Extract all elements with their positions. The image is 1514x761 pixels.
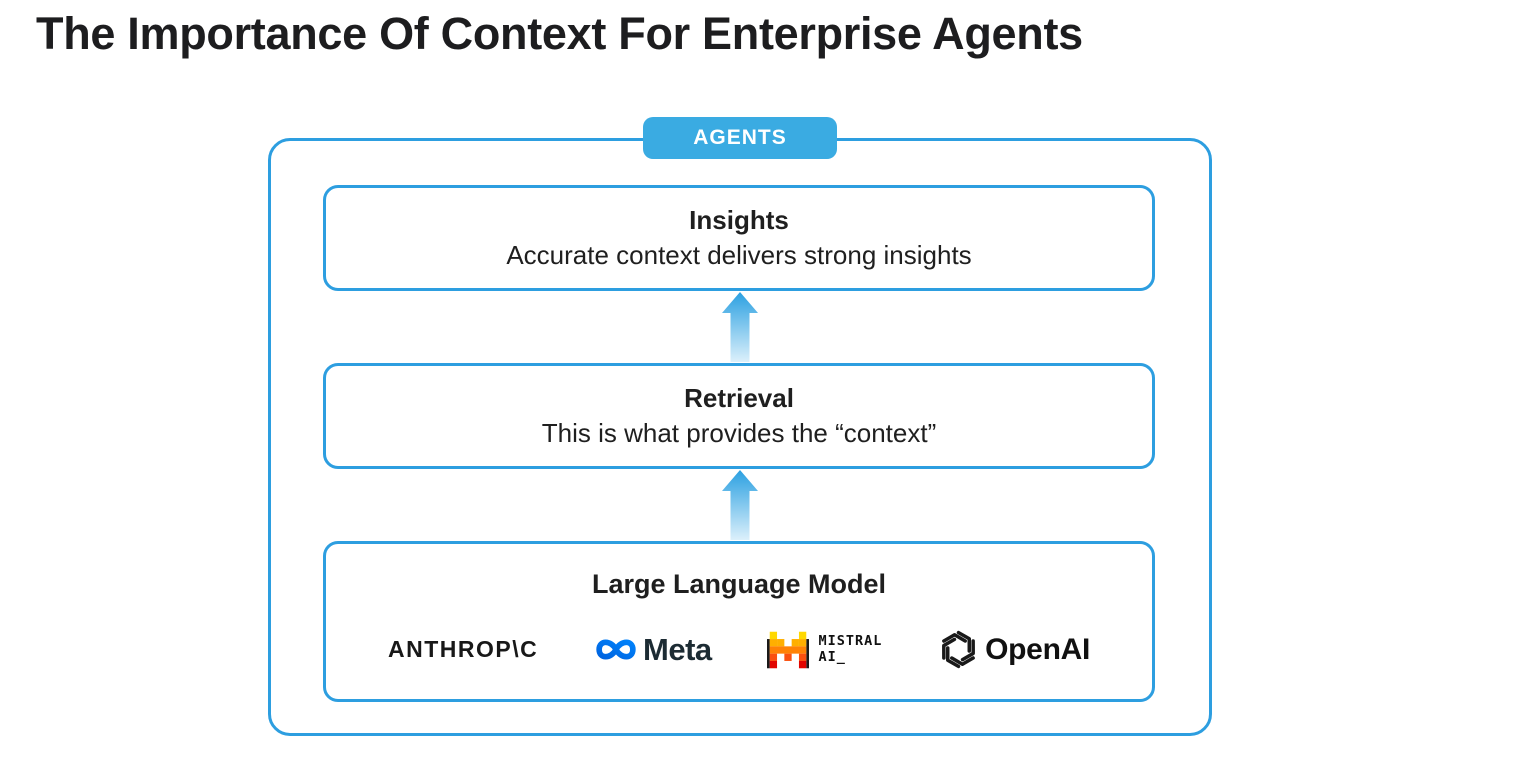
mistral-logo: MISTRAL AI_ [767, 631, 882, 669]
llm-logos-row: ANTHROP\C Meta [326, 629, 1152, 670]
up-arrow-icon [722, 292, 758, 362]
insights-description: Accurate context delivers strong insight… [506, 240, 972, 270]
agents-badge-label: AGENTS [693, 126, 787, 149]
meta-infinity-icon [596, 639, 636, 660]
openai-wordmark: OpenAI [985, 632, 1090, 666]
retrieval-layer-box: Retrieval This is what provides the “con… [323, 363, 1155, 469]
retrieval-description: This is what provides the “context” [541, 418, 937, 448]
meta-logo: Meta [594, 632, 712, 668]
llm-title: Large Language Model [591, 569, 887, 599]
insights-layer-box: Insights Accurate context delivers stron… [323, 185, 1155, 291]
up-arrow-icon [722, 470, 758, 540]
llm-layer-box: Large Language Model ANTHROP\C Meta [323, 541, 1155, 702]
openai-logo: OpenAI [938, 629, 1090, 670]
agents-badge: AGENTS [643, 117, 837, 159]
retrieval-title: Retrieval [684, 382, 794, 413]
page-title: The Importance Of Context For Enterprise… [36, 8, 1083, 59]
mistral-wordmark-line2: AI_ [818, 648, 846, 665]
anthropic-logo: ANTHROP\C [388, 636, 538, 663]
openai-knot-icon [942, 630, 976, 669]
mistral-wordmark-line1: MISTRAL [818, 632, 883, 649]
mistral-pixel-m-icon [767, 631, 810, 668]
anthropic-wordmark: ANTHROP\C [388, 636, 539, 662]
insights-title: Insights [689, 204, 789, 235]
meta-wordmark: Meta [643, 631, 712, 667]
mistral-wordmark: MISTRAL AI_ [818, 632, 883, 665]
